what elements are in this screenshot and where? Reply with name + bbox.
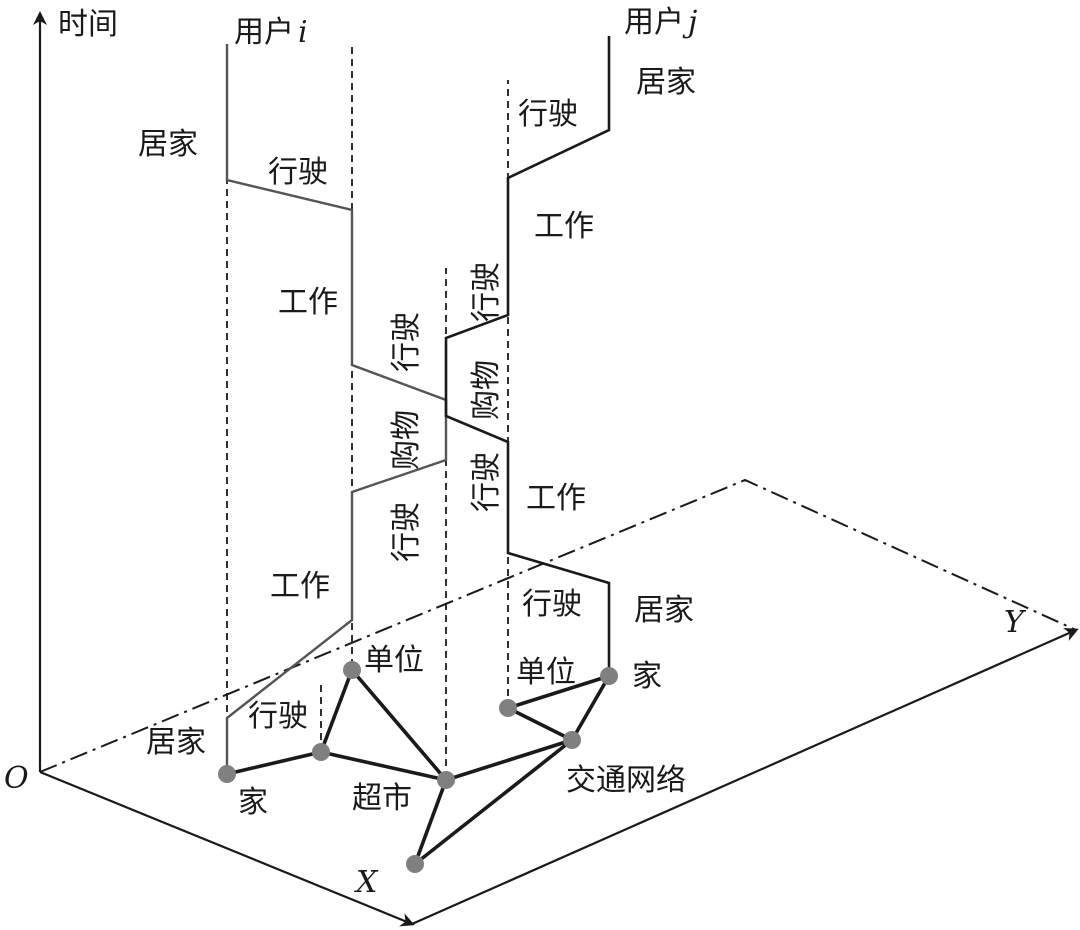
node-market [437,771,455,789]
user-j-shop-label: 购物 [469,360,504,420]
place-home-j-label: 家 [632,659,662,694]
node-work-i [343,661,361,679]
node-home-i [218,765,236,783]
user-i-shop-label: 购物 [389,410,424,470]
user-i-drive-3-label: 行驶 [389,312,424,372]
user-i-drive-4-label: 行驶 [268,155,328,190]
place-network-label: 交通网络 [566,763,686,798]
user-i-drive-2-label: 行驶 [389,502,424,562]
user-j-work-1-label: 工作 [526,481,586,516]
node-south [406,855,424,873]
network-edge-workpt-market [350,668,448,782]
place-market-label: 超市 [352,781,412,816]
y-axis-label: Y [1004,605,1027,640]
node-junction-1 [312,743,330,761]
user-j-drive-3-label: 行驶 [469,262,504,322]
node-home-j [600,667,618,685]
ground-plane-boundary [39,478,1077,773]
node-hub [563,731,581,749]
user-j-home-bottom-label: 居家 [634,593,694,628]
user-i-drive-1-label: 行驶 [248,699,308,734]
user-i-path [225,44,448,772]
network-edge-market-hub [445,738,573,782]
time-axis-label: 时间 [58,7,118,42]
user-j-path [444,36,611,676]
network-edge-hub-homej [570,675,611,741]
network-edge-south-hub [413,738,574,866]
network-edge-work-market [320,750,447,782]
network-edge-home-work [226,750,322,776]
user-i-work-1-label: 工作 [270,569,330,604]
node-work-j [499,699,517,717]
network-edge-market-south [413,779,448,865]
place-home-i-label: 家 [238,785,268,820]
user-j-drive-1-label: 行驶 [522,587,582,622]
user-i-home-top-label: 居家 [138,127,198,162]
user-j-home-top-label: 居家 [636,65,696,100]
user-i-work-2-label: 工作 [278,285,338,320]
origin-label: O [4,761,29,796]
network-edge-work-workpt [319,669,354,753]
user-i-home-bottom-label: 居家 [146,725,206,760]
network-edge-hub-workj [507,706,573,742]
user-j-drive-4-label: 行驶 [518,97,578,132]
y-axis-front-edge [411,628,1079,926]
user-j-work-2-label: 工作 [534,209,594,244]
place-work-i-label: 单位 [364,643,424,678]
network-edge-workj-homej [507,674,610,710]
user-j-drive-2-label: 行驶 [469,452,504,512]
x-axis [39,770,415,927]
x-axis-label: X [354,865,379,900]
place-work-j-label: 单位 [516,655,576,690]
